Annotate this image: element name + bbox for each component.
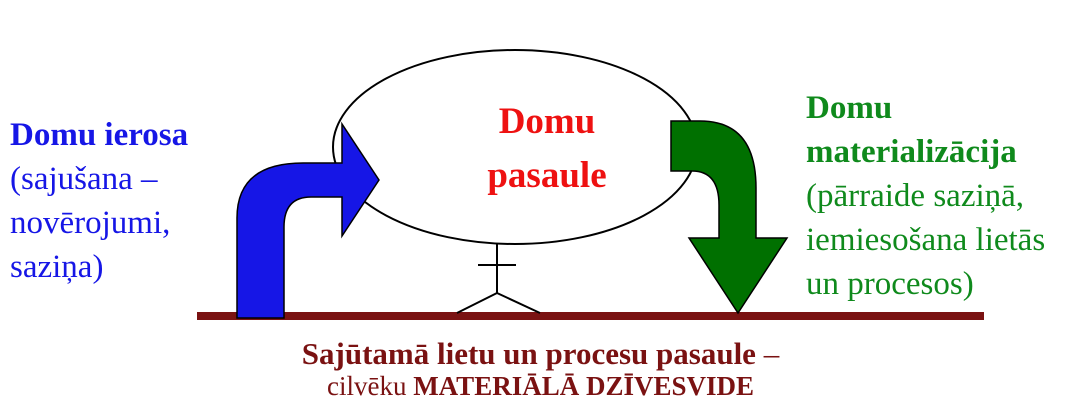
input-line-3: saziņa): [10, 249, 104, 285]
input-line-1: (sajušana –: [10, 161, 158, 197]
thought-world-label: Domu pasaule: [452, 95, 642, 203]
material-world-title: Sajūtamā lietu un procesu pasaule: [301, 336, 756, 371]
thought-world-line-2: pasaule: [487, 155, 607, 196]
material-world-line-1: Sajūtamā lietu un procesu pasaule –: [0, 337, 1081, 370]
ground-line: [197, 312, 984, 320]
materialization-line-2: iemiesošana lietās: [806, 222, 1046, 258]
thought-world-line-1: Domu: [498, 101, 596, 142]
material-world-line-2: cilvēku MATERIĀLĀ DZĪVESVIDE: [0, 370, 1081, 403]
input-arrow: [236, 121, 380, 319]
material-world-caption: Sajūtamā lietu un procesu pasaule – cilv…: [0, 337, 1081, 403]
materialization-title-1: Domu: [806, 90, 893, 126]
input-text-block: Domu ierosa (sajušana – novērojumi, sazi…: [10, 113, 188, 289]
material-world-dash: –: [755, 336, 780, 371]
stick-figure: [456, 244, 541, 314]
material-environment-label: MATERIĀLĀ DZĪVESVIDE: [413, 371, 755, 401]
materialization-title-2: materializācija: [806, 134, 1017, 170]
materialization-line-1: (pārraide saziņā,: [806, 178, 1025, 214]
input-line-2: novērojumi,: [10, 205, 171, 241]
input-title: Domu ierosa: [10, 117, 189, 153]
output-arrow: [670, 120, 789, 315]
materialization-text-block: Domu materializācija (pārraide saziņā, i…: [806, 86, 1045, 306]
materialization-line-3: un procesos): [806, 266, 974, 302]
material-world-prefix: cilvēku: [326, 371, 414, 401]
